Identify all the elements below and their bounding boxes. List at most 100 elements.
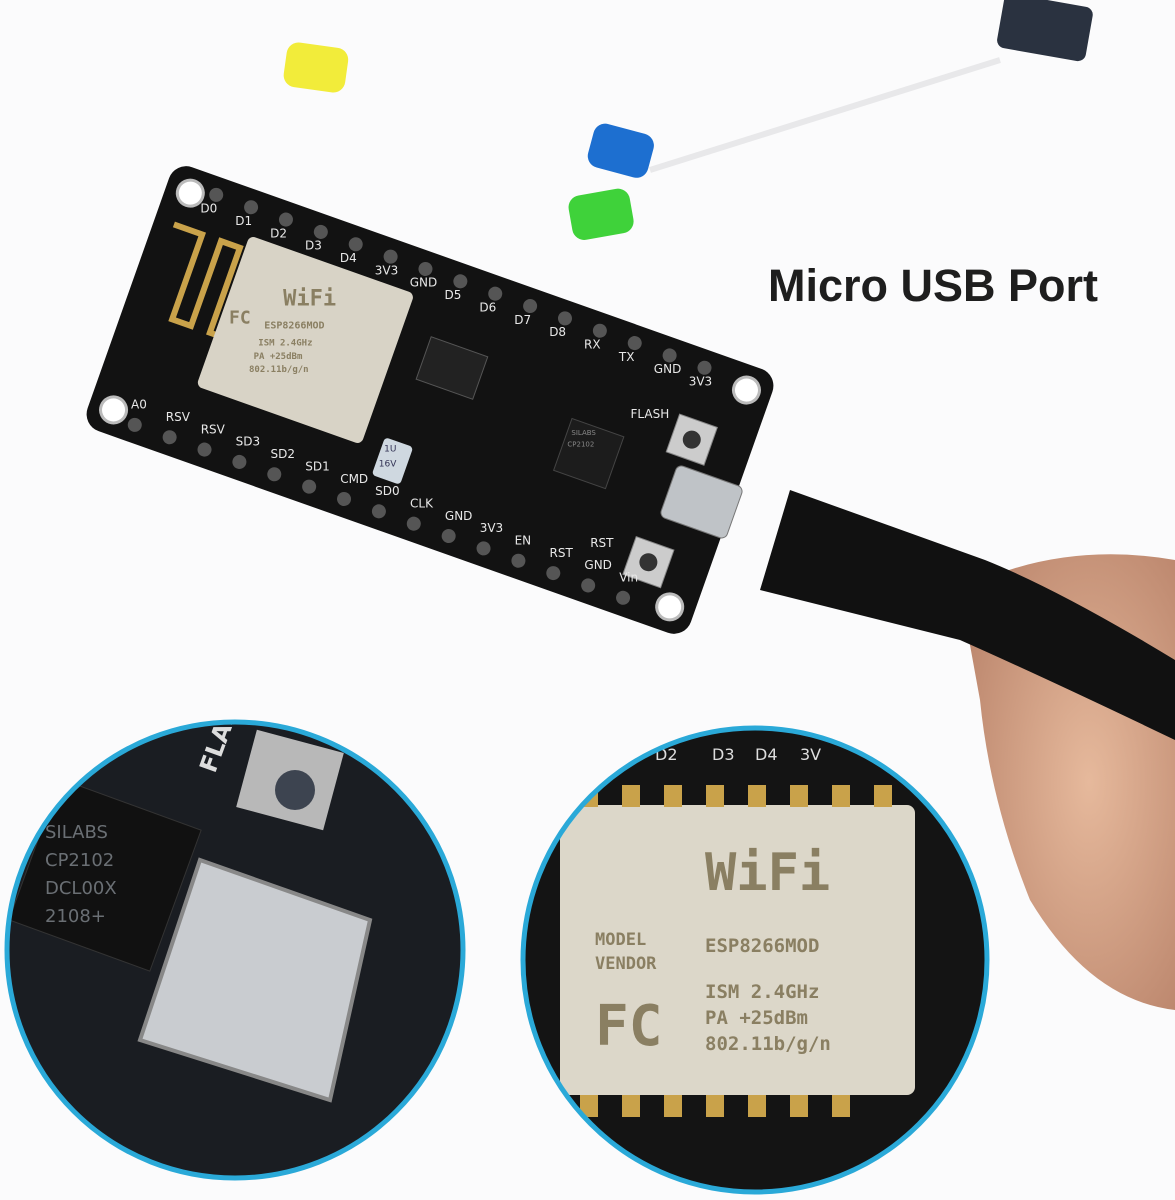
pin-label: SD2 (271, 447, 296, 461)
header-pin (267, 467, 282, 482)
pin-label: CMD (340, 472, 368, 486)
pin-label: RSV (166, 410, 191, 424)
rst-label: RST (590, 536, 614, 550)
zoom-ring-right (520, 725, 990, 1195)
fcc-logo-zoom: FC (595, 994, 662, 1059)
header-pin (627, 336, 642, 351)
vendor-text: VENDOR (595, 954, 657, 974)
pin-label: SD1 (305, 459, 330, 473)
chip-text: DCL00X (45, 878, 117, 899)
spec-zoom-1: ISM 2.4GHz (705, 981, 819, 1003)
zoom-esp-module: D2 D3 D4 3V WiFi MODEL VENDOR ESP8266MOD… (523, 728, 987, 1192)
header-pin (383, 249, 398, 264)
pin-label: 3V3 (689, 375, 712, 389)
pin-label: SD3 (236, 435, 261, 449)
pin-label: Vin (619, 571, 638, 585)
header-pin (476, 541, 491, 556)
header-pin (162, 430, 177, 445)
pin-label: D2 (270, 226, 287, 240)
pin-label: TX (618, 350, 635, 364)
module-spec-3: 802.11b/g/n (249, 365, 309, 375)
header-pin (511, 553, 526, 568)
usb-cable (760, 490, 1175, 740)
header-pin (441, 529, 456, 544)
pin-label: A0 (131, 398, 147, 412)
pin-label: D5 (445, 288, 462, 302)
module-spec-1: ISM 2.4GHz (258, 339, 312, 349)
header-pin (348, 237, 363, 252)
spec-zoom-2: PA +25dBm (705, 1007, 808, 1029)
chip-text: 2108+ (45, 906, 106, 927)
pin-label: EN (515, 534, 532, 548)
pin-label: GND (654, 362, 682, 376)
pin-label: D3 (712, 745, 735, 764)
zoom-ring-left (4, 719, 466, 1181)
header-pin (313, 224, 328, 239)
header-pin (546, 566, 561, 581)
flash-label: FLASH (631, 407, 670, 421)
nodemcu-board (86, 166, 774, 634)
pin-label: D1 (235, 214, 252, 228)
header-pin (278, 212, 293, 227)
module-spec-2: PA +25dBm (254, 352, 303, 362)
header-pin (337, 491, 352, 506)
pin-label: RX (584, 338, 601, 352)
pin-label: RSV (201, 422, 226, 436)
pin-label: D7 (514, 313, 531, 327)
header-pin (418, 261, 433, 276)
module-name: ESP8266MOD (264, 321, 324, 332)
pin-label: D0 (200, 202, 217, 216)
capacitor-text: 1U (384, 445, 396, 455)
header-pin (453, 274, 468, 289)
wifi-logo-zoom: WiFi (705, 843, 830, 903)
module-name-zoom: ESP8266MOD (705, 935, 819, 957)
pin-label: 3V (800, 745, 821, 764)
pin-label: GND (445, 509, 473, 523)
header-pin (197, 442, 212, 457)
cp2102-chip (552, 417, 625, 490)
zoom-usb-port: SILABS CP2102 DCL00X 2108+ FLASH (7, 722, 463, 1178)
voltage-regulator (415, 336, 489, 400)
esp8266-shield (197, 237, 413, 443)
blue-led (587, 123, 654, 178)
pin-label: RST (550, 546, 574, 560)
header-pin (127, 417, 142, 432)
pin-label: D4 (340, 251, 357, 265)
pin-label: D3 (305, 239, 322, 253)
header-pin (209, 187, 224, 202)
pin-label: GND (584, 558, 612, 572)
board-labels: WiFi FC ESP8266MOD ISM 2.4GHz PA +25dBm … (131, 202, 712, 585)
capacitor-text: 16V (379, 460, 397, 470)
micro-usb-port (660, 465, 743, 539)
fcc-logo: FC (229, 308, 251, 329)
header-pin (557, 311, 572, 326)
pin-label: D4 (755, 745, 778, 764)
chip-text: CP2102 (567, 441, 594, 449)
pin-label: 3V3 (480, 521, 503, 535)
pin-label: GND (410, 276, 438, 290)
model-text: MODEL (595, 930, 646, 950)
green-led (568, 188, 634, 240)
background-leds (283, 0, 1093, 240)
yellow-led (283, 42, 349, 93)
pin-label: SD0 (375, 484, 400, 498)
header-pin (371, 504, 386, 519)
caption-micro-usb-port: Micro USB Port (768, 260, 1099, 311)
header-pin (697, 360, 712, 375)
chip-text: CP2102 (45, 850, 114, 871)
pin-label: D8 (549, 325, 566, 339)
spec-zoom-3: 802.11b/g/n (705, 1033, 831, 1055)
header-pin (232, 454, 247, 469)
chip-text: SILABS (571, 429, 596, 437)
pin-label: CLK (410, 497, 434, 511)
dark-component (997, 0, 1093, 62)
pin-label: D6 (479, 300, 496, 314)
header-pin (581, 578, 596, 593)
header-pin (662, 348, 677, 363)
header-pin (592, 323, 607, 338)
pin-label: 3V3 (375, 263, 398, 277)
header-pin (406, 516, 421, 531)
wifi-logo: WiFi (283, 287, 336, 312)
header-pin (488, 286, 503, 301)
